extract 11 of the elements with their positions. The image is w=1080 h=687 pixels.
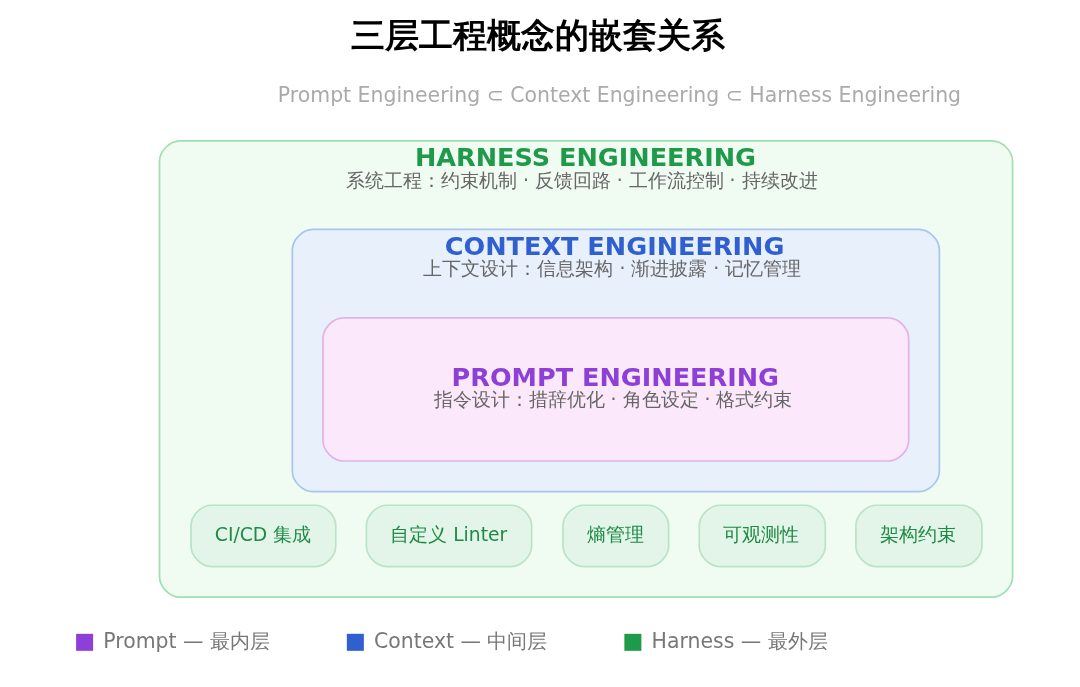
diagram-title: 三层工程概念的嵌套关系 — [350, 15, 725, 56]
legend-label: Prompt — 最内层 — [102, 628, 270, 653]
node-box: 自定义 Linter — [365, 504, 532, 568]
label: Prompt Engineering ⊂ Context Engineering ⊂ Harness Engineering — [277, 82, 961, 107]
legend-label: Harness — 最外层 — [651, 628, 828, 653]
node-box: PROMPT ENGINEERING 指令设计：措辞优化 · 角色设定 · 格式约束 — [321, 317, 910, 462]
node-box: 可观测性 — [697, 504, 826, 568]
node-box: CI/CD 集成 — [189, 504, 337, 568]
node-box: 架构约束 — [854, 504, 983, 568]
legend-label: Context — 中间层 — [373, 628, 547, 653]
node-box: 熵管理 — [561, 504, 669, 568]
